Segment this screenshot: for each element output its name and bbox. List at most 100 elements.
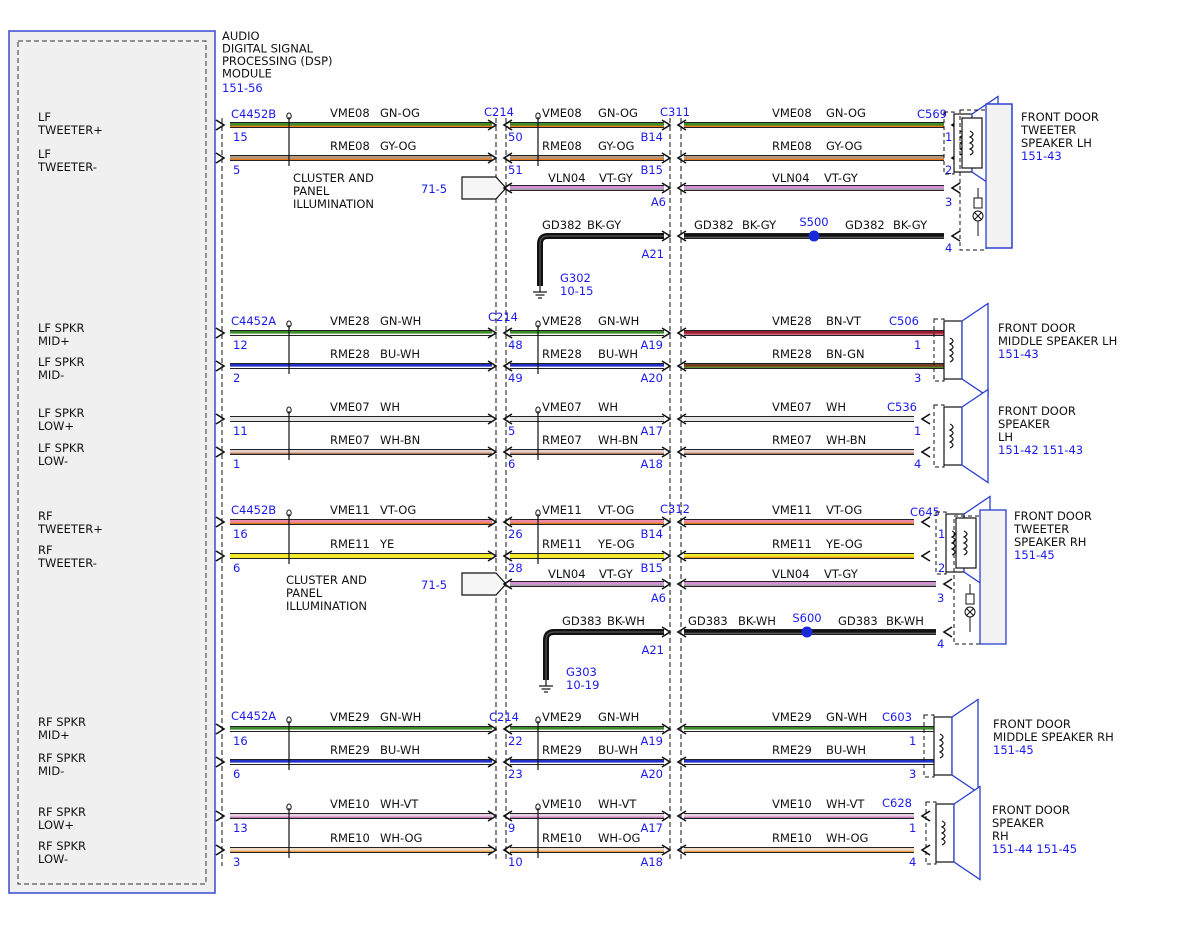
inline-pin-arrow-icon <box>661 119 672 131</box>
speaker-name: FRONT DOOR <box>992 803 1070 817</box>
circuit-id: RME08 <box>772 139 812 153</box>
signal-label: MID+ <box>38 334 70 348</box>
speaker-name: SPEAKER <box>992 816 1044 830</box>
dsp-pin-arrow-icon <box>215 119 226 131</box>
wire-color: BK-GY <box>893 218 928 232</box>
speaker-pin-arrow-icon <box>942 626 953 638</box>
wire-color: VT-OG <box>598 503 634 517</box>
wire-color: GN-WH <box>380 710 421 724</box>
inline-pin-arrow-icon <box>661 230 672 242</box>
wire-dsp-to-c214 <box>230 726 492 732</box>
connector-id: C506 <box>889 314 919 328</box>
circuit-id: GD383 <box>562 614 602 628</box>
tweeter-lamp-rh-icon <box>964 593 976 618</box>
inline-pin-number: A21 <box>641 247 664 261</box>
splice-id: S600 <box>792 611 821 625</box>
circuit-id: RME08 <box>330 139 370 153</box>
circuit-id: VME11 <box>542 503 582 517</box>
inline-pin-arrow-icon <box>676 578 687 590</box>
circuit-id: GD383 <box>838 614 878 628</box>
ground-id: G302 <box>560 271 591 285</box>
module-title: DIGITAL SIGNAL <box>222 42 314 56</box>
circuit-id: VME08 <box>330 106 370 120</box>
speaker-name: FRONT DOOR <box>998 404 1076 418</box>
speaker-pin-number: 4 <box>914 457 921 471</box>
c214-pin-arrow-icon <box>502 327 513 339</box>
ground-ref: 10-19 <box>566 678 599 692</box>
wire-color: WH-BN <box>826 433 866 447</box>
speaker-ref: 151-45 <box>993 743 1034 757</box>
wire-dsp-to-c214 <box>230 553 492 559</box>
c214-pin-number: 50 <box>508 130 523 144</box>
signal-label: LF SPKR <box>38 321 84 335</box>
connector-id: C4452B <box>231 107 276 121</box>
dsp-pin-number: 2 <box>233 371 240 385</box>
wire-color: WH <box>380 400 400 414</box>
illumination-wire <box>684 581 936 587</box>
signal-label: LOW- <box>38 454 68 468</box>
module-ref: 151-56 <box>222 81 263 95</box>
wire-inline-to-speaker <box>684 553 914 559</box>
inline-pin-number: A17 <box>640 424 663 438</box>
circuit-id: RME28 <box>542 347 582 361</box>
tweeter-connector-lh <box>959 109 987 251</box>
illumination-label: ILLUMINATION <box>286 599 367 613</box>
wire-color: BK-GY <box>742 218 777 232</box>
circuit-id: RME08 <box>542 139 582 153</box>
circuit-id: VME29 <box>772 710 812 724</box>
wire-dsp-to-c214 <box>230 759 492 765</box>
wire-inline-to-speaker <box>684 519 914 525</box>
inline-pin-arrow-icon <box>676 230 687 242</box>
speaker-name: SPEAKER <box>998 417 1050 431</box>
inline-pin-number: B15 <box>640 163 663 177</box>
twisted-pair-icon <box>286 509 292 517</box>
signal-label: LOW+ <box>38 419 74 433</box>
c214-pin-arrow-icon <box>502 360 513 372</box>
circuit-id: VME28 <box>772 314 812 328</box>
dsp-pin-arrow-icon <box>215 516 226 528</box>
wire-color: GY-OG <box>598 139 634 153</box>
dsp-pin-arrow-icon <box>215 844 226 856</box>
connector-id: C4452A <box>231 314 276 328</box>
wire-c214-to-inline <box>510 519 664 525</box>
c214-pin-number: 6 <box>508 457 515 471</box>
page-reference: 71-5 <box>421 182 447 196</box>
wire-dsp-to-c214 <box>230 847 492 853</box>
circuit-id: RME11 <box>542 537 582 551</box>
speaker-name: FRONT DOOR <box>1014 509 1092 523</box>
signal-label: MID- <box>38 368 64 382</box>
inline-pin-arrow-icon <box>661 723 672 735</box>
wire-color: YE-OG <box>825 537 863 551</box>
dsp-pin-arrow-icon <box>215 756 226 768</box>
wire-color: YE-OG <box>597 537 635 551</box>
signal-label: RF <box>38 543 53 557</box>
inline-pin-arrow-icon <box>661 152 672 164</box>
wire-color: GN-OG <box>826 106 866 120</box>
circuit-id: RME11 <box>772 537 812 551</box>
speaker-pin-number: 2 <box>938 561 945 575</box>
module-title: PROCESSING (DSP) <box>222 54 333 68</box>
wire-color: WH-BN <box>380 433 420 447</box>
wire-color: WH-VT <box>826 797 865 811</box>
wire-color: GN-WH <box>598 314 639 328</box>
c214-pin-arrow-icon <box>502 413 513 425</box>
c214-pin-arrow-icon <box>487 810 498 822</box>
circuit-id: RME29 <box>330 743 370 757</box>
twisted-pair-icon <box>535 112 541 120</box>
wire-color: BK-GY <box>587 218 622 232</box>
c214-pin-arrow-icon <box>502 844 513 856</box>
circuit-id: VLN04 <box>548 171 586 185</box>
wire-color: BK-WH <box>607 614 645 628</box>
circuit-id: VME07 <box>330 400 370 414</box>
speaker-pin-arrow-icon <box>920 446 931 458</box>
ground-wire <box>539 235 664 286</box>
circuit-id: GD382 <box>694 218 734 232</box>
circuit-id: RME07 <box>772 433 812 447</box>
wire-color: BU-WH <box>380 347 420 361</box>
illumination-label: CLUSTER AND <box>293 171 374 185</box>
dsp-pin-number: 13 <box>233 821 248 835</box>
inline-pin-number: A19 <box>640 734 663 748</box>
dsp-pin-number: 3 <box>233 855 240 869</box>
inline-pin-arrow-icon <box>661 327 672 339</box>
connector-id: C603 <box>882 710 912 724</box>
